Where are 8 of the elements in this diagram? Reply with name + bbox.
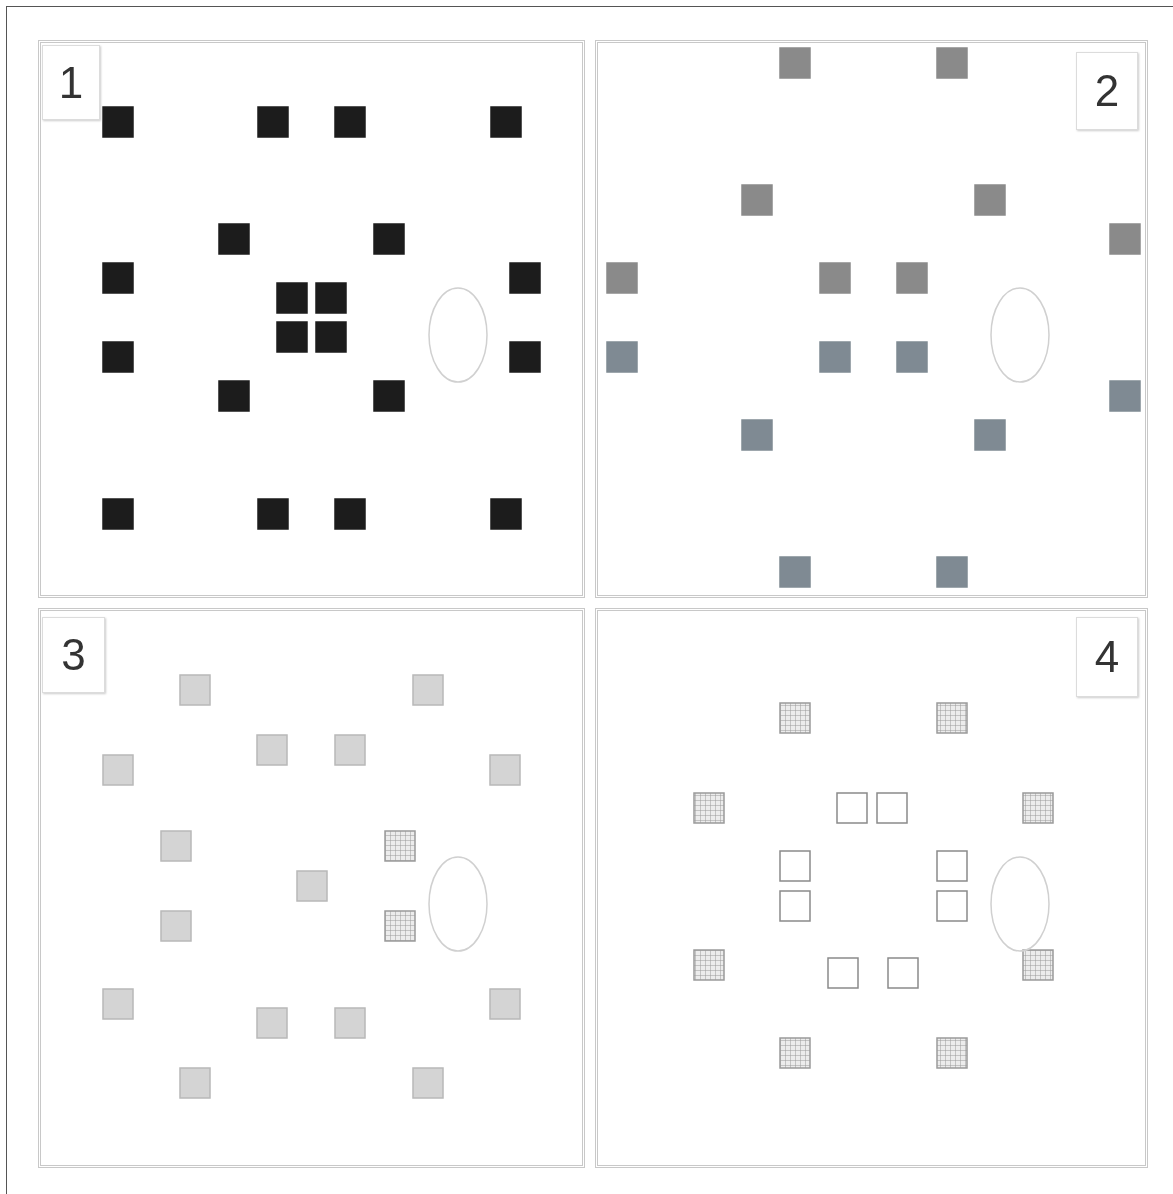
panel-number: 3	[61, 633, 86, 677]
panel-number: 1	[58, 60, 84, 105]
panel-number-box	[42, 45, 100, 120]
panel-number-box	[42, 617, 105, 693]
panel-number: 4	[1094, 635, 1120, 679]
panel-number-box	[1076, 617, 1138, 697]
panel-number: 2	[1094, 69, 1120, 113]
panel-number-box	[1076, 52, 1138, 130]
